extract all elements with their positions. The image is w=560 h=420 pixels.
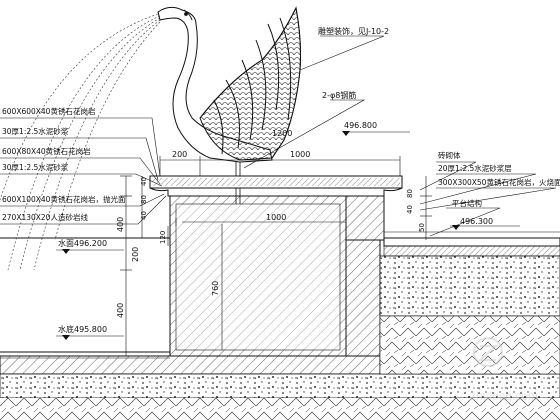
pool-water [0, 237, 170, 359]
note-left-4: 30厚1:2.5水泥砂浆 [2, 162, 69, 172]
note-right-4: 平台结构 [452, 198, 482, 208]
elevation-bottom: 水底495.800 [58, 324, 107, 334]
note-left-3: 600X80X40黄锈石花岗岩 [2, 146, 91, 156]
note-right-1: 砖砌体 [438, 150, 461, 160]
leader-lines-right [243, 35, 557, 237]
note-right-3: 300X300X50黄锈石花岗岩，火烧面 [438, 177, 560, 187]
elevation-markers [62, 131, 460, 340]
note-left-1: 600X600X40黄锈石花岗岩 [2, 106, 96, 116]
dim-200-mid: 200 [131, 247, 140, 262]
callout-rebar: 2-φ8钢筋 [322, 90, 356, 100]
elevation-water: 水面496.200 [58, 238, 107, 248]
dim-400-lower: 400 [116, 303, 125, 318]
dim-40-right: 40 [406, 205, 414, 214]
elevation-top-right: 496.800 [344, 121, 377, 130]
dim-1000-inner: 1000 [266, 213, 286, 222]
dim-120: 120 [159, 231, 167, 244]
platform-structure [345, 231, 560, 375]
note-left-2: 30厚1:2.5水泥砂浆 [2, 126, 69, 136]
coping-stone [149, 175, 403, 197]
dim-1200: 1200 [272, 129, 292, 138]
water-jet [0, 13, 161, 271]
watermark-text: zhulong.com [470, 389, 538, 403]
note-left-6: 270X130X20人造砂岩线 [2, 212, 88, 222]
elevation-platform: 496.300 [460, 217, 493, 226]
dim-80-a: 80 [140, 195, 148, 204]
foundation [0, 355, 560, 420]
callout-sculpture: 雕塑装饰，见J-10-2 [318, 26, 389, 36]
dim-40-a: 40 [140, 177, 148, 186]
dim-80-right: 80 [406, 189, 414, 198]
note-left-5: 600X100X40黄锈石花岗岩，抛光面 [2, 194, 126, 204]
dim-400-upper: 400 [116, 217, 125, 232]
leader-lines-left [0, 117, 167, 337]
dim-760: 760 [211, 281, 220, 296]
dim-1000-top: 1000 [290, 150, 310, 159]
pedestal-body [169, 195, 385, 357]
dim-200-top: 200 [172, 150, 187, 159]
watermark-logo: zhulong.com [470, 337, 538, 403]
swan-sculpture [157, 6, 301, 163]
dim-50-right: 50 [418, 223, 426, 232]
note-right-2: 20厚1:2.5水泥砂浆层 [438, 163, 512, 173]
dim-40-b: 40 [140, 211, 148, 220]
